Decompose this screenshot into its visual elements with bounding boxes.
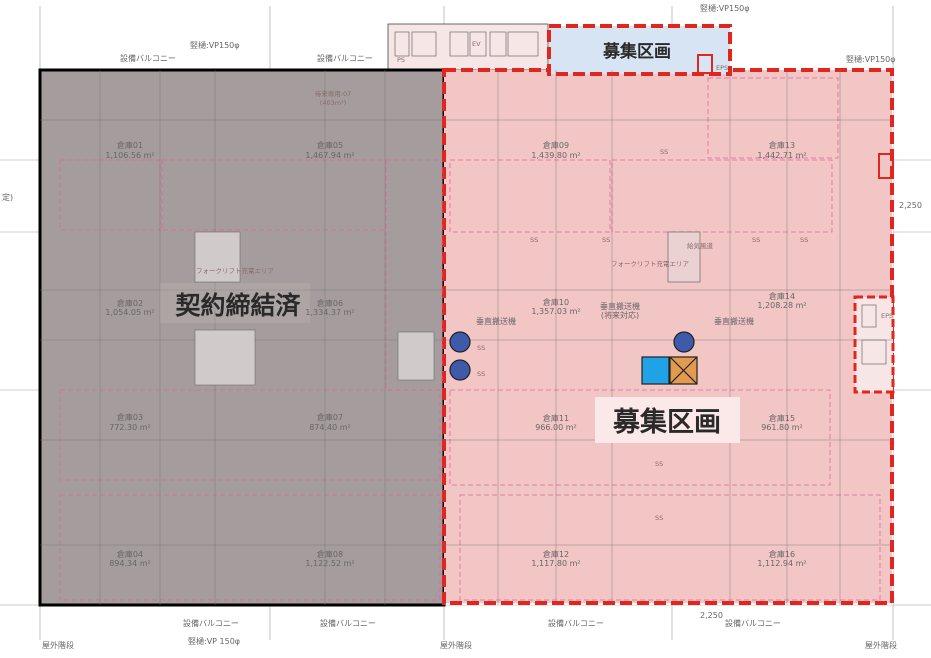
pipe-label: 竪樋:VP150φ (190, 40, 240, 50)
warehouse-name: 倉庫04 (117, 549, 143, 559)
forklift-label-left: フォークリフト充電エリア (196, 266, 275, 275)
balcony-label: 設備バルコニー (725, 618, 781, 628)
balcony-label: 設備バルコニー (548, 618, 604, 628)
edge-note: 定) (2, 192, 13, 202)
left-core (194, 231, 435, 386)
warehouse-area: 1,117.80 m² (531, 559, 580, 568)
ss-label: SS (477, 344, 485, 352)
contracted-label: 契約締結済 (175, 291, 301, 320)
perimeter-labels: 竪樋:VP150φ 設備バルコニー 設備バルコニー 竪樋:VP150φ 竪樋:V… (2, 3, 922, 650)
dimension-label: 2,250 (700, 611, 723, 620)
column-grid (40, 70, 893, 605)
top-core-block (387, 23, 549, 71)
ext-stair-label: 屋外階段 (865, 640, 897, 650)
right-core-block (853, 295, 895, 394)
warehouse-area: 1,106.56 m² (105, 151, 154, 160)
top-pipe-label: 竪樋:VP150φ (700, 3, 750, 13)
ss-label: SS (752, 236, 760, 244)
warehouse-area: 1,442.71 m² (757, 151, 806, 160)
warehouse-labels: 倉庫01 1,106.56 m² 倉庫05 1,467.94 m² 倉庫02 1… (105, 140, 806, 568)
ps-label: PS (397, 56, 405, 64)
warehouse-name: 倉庫13 (769, 140, 795, 150)
warehouse-name: 倉庫06 (317, 298, 343, 308)
warehouse-area: 772.30 m² (109, 423, 151, 432)
ext-stair-label: 屋外階段 (42, 640, 74, 650)
ss-label: SS (530, 236, 538, 244)
forklift-label: フォークリフト充電エリア (611, 259, 690, 268)
conveyor-marker (449, 331, 471, 353)
balcony-label: 設備バルコニー (120, 53, 176, 63)
dimension-label: 2,250 (899, 201, 922, 210)
recruit-label-top: 募集区画 (602, 41, 671, 62)
warehouse-area: 874.40 m² (309, 423, 351, 432)
conveyors (449, 331, 695, 381)
warehouse-area: 961.80 m² (761, 423, 803, 432)
warehouse-area: 1,439.80 m² (531, 151, 580, 160)
warehouse-name: 倉庫10 (543, 297, 569, 307)
ss-label: SS (655, 514, 663, 522)
warehouse-area: 1,334.37 m² (305, 308, 354, 317)
recruit-label: 募集区画 (612, 406, 721, 438)
warehouse-name: 倉庫02 (117, 298, 143, 308)
conveyor-marker (449, 359, 471, 381)
recruit-label-bg (595, 397, 740, 443)
balcony-label: 設備バルコニー (183, 618, 239, 628)
warehouse-name: 倉庫16 (769, 549, 795, 559)
warehouse-name: 倉庫07 (317, 412, 343, 422)
ext-stair-label: 屋外階段 (440, 640, 472, 650)
warehouse-area: 1,467.94 m² (305, 151, 354, 160)
supply-exhaust-label: 給気風道 (687, 241, 714, 250)
interior-labels: 待来専用:07 (403m²) 垂直搬送機 垂直搬送機 垂直搬送機 (将来対応)… (196, 40, 893, 522)
pipe-label: 竪樋:VP150φ (846, 54, 896, 64)
eps-label: EPS (716, 64, 728, 72)
warehouse-area: 894.34 m² (109, 559, 151, 568)
center-core (667, 231, 701, 283)
warehouse-name: 倉庫03 (117, 412, 143, 422)
recruit-zone-top (547, 24, 732, 76)
warehouse-name: 倉庫15 (769, 413, 795, 423)
warehouse-area: 1,112.94 m² (757, 559, 806, 568)
warehouse-name: 倉庫11 (543, 413, 569, 423)
warehouse-name: 倉庫01 (117, 140, 143, 150)
ss-label: SS (602, 236, 610, 244)
warehouse-area: 966.00 m² (535, 423, 577, 432)
recruit-zone (442, 68, 894, 605)
top-eps-box (697, 54, 713, 74)
warehouse-area: 1,357.03 m² (531, 307, 580, 316)
warehouse-name: 倉庫14 (769, 291, 795, 301)
future-conveyor-square (641, 356, 670, 385)
ss-label: SS (655, 460, 663, 468)
pipe-label-bottom: 竪樋:VP 150φ (188, 636, 240, 646)
ev-label: EV (472, 40, 481, 48)
warehouse-area: 1,122.52 m² (305, 559, 354, 568)
warehouse-name: 倉庫12 (543, 549, 569, 559)
warehouse-area: 1,054.05 m² (105, 308, 154, 317)
ss-label: SS (477, 370, 485, 378)
x-box (669, 356, 698, 385)
conveyor-label: 垂直搬送機 (714, 316, 754, 326)
shared-space-label: 待来専用:07 (315, 89, 351, 98)
warehouse-name: 倉庫08 (317, 549, 343, 559)
conveyor-label: 垂直搬送機 (476, 316, 516, 326)
warehouse-area: 1,208.28 m² (757, 301, 806, 310)
edge-box (878, 153, 894, 179)
shared-area-label: (403m²) (320, 99, 346, 107)
future-note: (将来対応) (601, 310, 639, 320)
warehouse-name: 倉庫09 (543, 140, 569, 150)
conveyor-marker (673, 331, 695, 353)
ss-label: SS (800, 236, 808, 244)
conveyor-future-label: 垂直搬送機 (600, 301, 640, 311)
balcony-label: 設備バルコニー (320, 618, 376, 628)
warehouse-name: 倉庫05 (317, 140, 343, 150)
balcony-label: 設備バルコニー (317, 53, 373, 63)
eps-label: EPS (881, 312, 893, 320)
contracted-label-bg (160, 283, 310, 323)
ss-label: SS (660, 148, 668, 156)
